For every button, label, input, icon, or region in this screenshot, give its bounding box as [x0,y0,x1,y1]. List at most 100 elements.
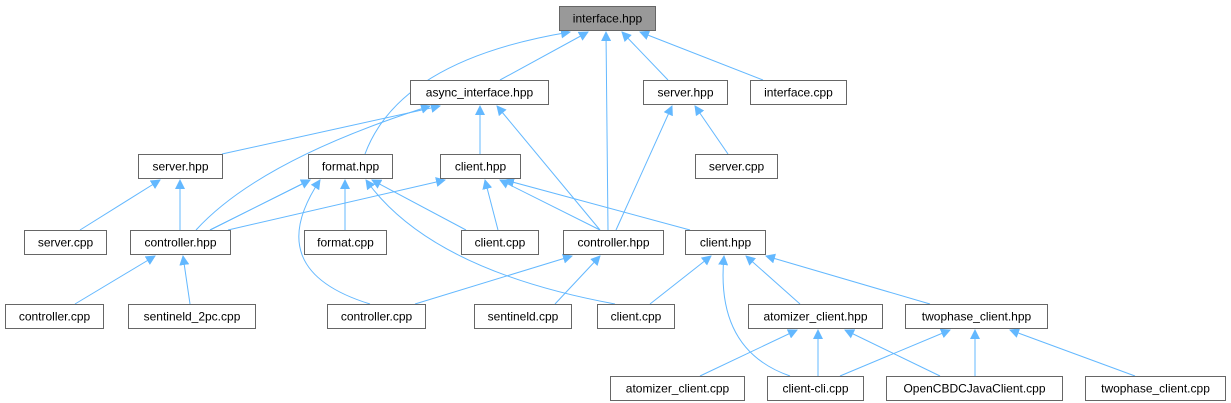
node-label: format.cpp [317,236,374,250]
node-box [5,304,104,329]
node-controller-hpp-1[interactable]: controller.hpp [130,230,231,255]
node-box [474,304,572,329]
edge-controller_hpp_1-to-client_hpp_1 [227,177,446,231]
edge-controller_cpp_2-to-controller_hpp_2 [414,253,573,305]
node-atomizer-client-cpp[interactable]: atomizer_client.cpp [610,376,745,401]
node-label: controller.cpp [19,310,91,324]
node-atomizer-client-hpp[interactable]: atomizer_client.hpp [748,304,883,329]
node-client-cpp-1[interactable]: client.cpp [461,230,539,255]
node-label: client-cli.cpp [782,382,848,396]
node-label: interface.cpp [764,86,833,100]
node-format-cpp[interactable]: format.cpp [304,230,387,255]
edge-format_hpp-to-interface_hpp [364,28,571,155]
node-sentineld-2pc-cpp[interactable]: sentineld_2pc.cpp [128,304,256,329]
edge-client_cli_cpp-to-twophase_client_hpp [839,328,951,377]
node-client-hpp-1[interactable]: client.hpp [440,154,521,179]
node-format-hpp[interactable]: format.hpp [308,154,393,179]
node-box [597,304,675,329]
edge-client_cpp_1-to-format_hpp [371,179,467,231]
node-label: atomizer_client.cpp [626,382,730,396]
node-box [685,230,766,255]
node-label: client.cpp [475,236,526,250]
edge-client_cpp_1-to-client_hpp_1 [482,179,499,231]
node-controller-cpp-1[interactable]: controller.cpp [5,304,104,329]
node-client-cli-cpp[interactable]: client-cli.cpp [767,376,864,401]
node-server-cpp-2[interactable]: server.cpp [24,230,107,255]
node-label: controller.hpp [577,236,649,250]
edge-server_hpp_1-to-interface_hpp [621,31,669,81]
node-label: OpenCBDCJavaClient.cpp [903,382,1045,396]
node-label: server.cpp [709,160,765,174]
edge-interface_cpp-to-interface_hpp [639,30,764,81]
edge-server_cpp_1-to-server_hpp_1 [694,105,729,155]
node-label: atomizer_client.hpp [763,310,867,324]
node-box [559,6,656,31]
node-box [750,80,847,105]
node-label: client.hpp [700,236,752,250]
node-label: twophase_client.hpp [922,310,1032,324]
node-server-hpp-1[interactable]: server.hpp [643,80,728,105]
node-box [643,80,728,105]
node-opencbdc-java-client-cpp[interactable]: OpenCBDCJavaClient.cpp [886,376,1063,401]
node-server-cpp-1[interactable]: server.cpp [695,154,778,179]
edge-controller_hpp_2-to-server_hpp_1 [615,105,673,231]
edge-server_hpp_2-to-async_interface_hpp [221,103,441,155]
edge-client_cpp_2-to-format_hpp [365,179,616,305]
dependency-edges [74,28,1136,377]
edge-atomizer_client_hpp-to-client_hpp_2 [745,255,801,305]
node-box [440,154,521,179]
node-twophase-client-hpp[interactable]: twophase_client.hpp [905,304,1048,329]
node-box [128,304,256,329]
node-box [695,154,778,179]
node-box [410,80,549,105]
node-box [24,230,107,255]
node-sentineld-cpp[interactable]: sentineld.cpp [474,304,572,329]
edge-controller_hpp_1-to-async_interface_hpp [195,103,431,231]
node-label: server.cpp [38,236,94,250]
edge-client_cli_cpp-to-client_hpp_2 [718,255,791,377]
edge-controller_cpp_2-to-format_hpp [298,179,371,305]
edge-controller_cpp_1-to-controller_hpp_1 [74,255,156,305]
node-box [327,304,426,329]
edge-twophase_client_hpp-to-client_hpp_2 [765,253,931,305]
node-label: format.hpp [322,160,380,174]
edge-controller_hpp_2-to-async_interface_hpp [496,105,601,231]
node-box [748,304,883,329]
edge-client_hpp_2-to-client_hpp_1 [504,177,691,231]
edge-opencbdc_java_client_cpp-to-atomizer_client_hpp [844,329,941,377]
node-interface-cpp[interactable]: interface.cpp [750,80,847,105]
edge-controller_hpp_2-to-interface_hpp [601,31,612,231]
node-controller-cpp-2[interactable]: controller.cpp [327,304,426,329]
edge-async_interface_hpp-to-interface_hpp [499,31,589,81]
edge-twophase_client_cpp-to-twophase_client_hpp [1009,328,1136,377]
node-async-interface-hpp[interactable]: async_interface.hpp [410,80,549,105]
node-label: server.hpp [657,86,713,100]
node-label: twophase_client.cpp [1101,382,1210,396]
node-label: sentineld.cpp [488,310,559,324]
node-box [138,154,223,179]
node-box [304,230,387,255]
node-label: client.hpp [455,160,507,174]
node-label: async_interface.hpp [426,86,534,100]
edge-controller_hpp_1-to-format_hpp [209,179,311,231]
edge-sentineld_cpp-to-controller_hpp_2 [554,255,601,305]
node-client-cpp-2[interactable]: client.cpp [597,304,675,329]
node-box [610,376,745,401]
node-twophase-client-cpp[interactable]: twophase_client.cpp [1085,376,1226,401]
node-server-hpp-2[interactable]: server.hpp [138,154,223,179]
node-box [767,376,864,401]
node-label: controller.hpp [144,236,216,250]
node-controller-hpp-2[interactable]: controller.hpp [563,230,664,255]
node-label: interface.hpp [573,12,643,26]
node-box [308,154,393,179]
node-client-hpp-2[interactable]: client.hpp [685,230,766,255]
edge-sentineld_2pc_cpp-to-controller_hpp_1 [179,255,191,305]
edge-atomizer_client_cpp-to-atomizer_client_hpp [699,329,798,377]
node-box [130,230,231,255]
edge-client_cpp_2-to-client_hpp_2 [649,255,712,305]
edge-controller_hpp_2-to-client_hpp_1 [499,179,601,231]
node-label: server.hpp [152,160,208,174]
node-label: client.cpp [611,310,662,324]
node-label: sentineld_2pc.cpp [144,310,241,324]
